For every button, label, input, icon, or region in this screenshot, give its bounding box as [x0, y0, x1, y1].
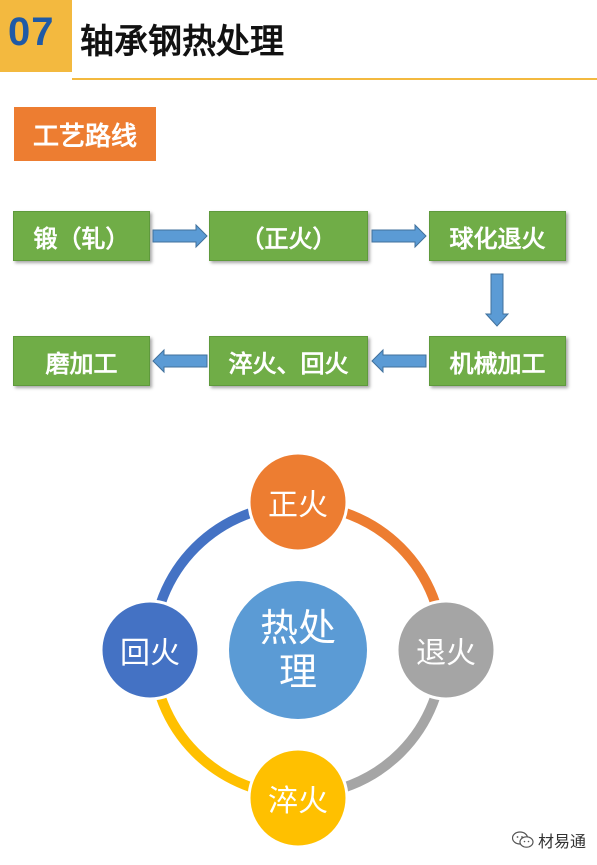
flow-step-machining: 机械加工 — [429, 336, 566, 386]
center-label-line1: 热处 — [259, 606, 336, 650]
flow-step-normalizing: （正火） — [209, 211, 368, 261]
section-number-box: 07 — [0, 0, 72, 72]
center-label-line2: 理 — [278, 650, 317, 694]
flow-step-quench-temper: 淬火、回火 — [209, 336, 368, 386]
node-left — [99, 599, 201, 701]
node-left-label: 回火 — [120, 636, 180, 671]
center-label: 热处 理 — [243, 606, 353, 694]
node-bottom-label: 淬火 — [268, 784, 328, 819]
node-top — [247, 451, 349, 553]
section-label: 工艺路线 — [14, 107, 156, 161]
header-divider — [72, 78, 597, 80]
flow-step-forging: 锻（轧） — [13, 211, 150, 261]
node-right — [395, 599, 497, 701]
flow-step-grinding: 磨加工 — [13, 336, 150, 386]
node-right-label: 退火 — [416, 636, 476, 671]
watermark-text: 材易通 — [538, 832, 587, 851]
center-circle — [229, 581, 367, 719]
node-top-label: 正火 — [268, 488, 328, 523]
flow-step-spheroidize-anneal: 球化退火 — [429, 211, 566, 261]
node-bottom — [247, 747, 349, 849]
section-number: 07 — [8, 10, 55, 54]
wechat-icon — [512, 831, 534, 848]
page-title: 轴承钢热处理 — [80, 22, 284, 62]
watermark: 材易通 — [512, 828, 586, 852]
